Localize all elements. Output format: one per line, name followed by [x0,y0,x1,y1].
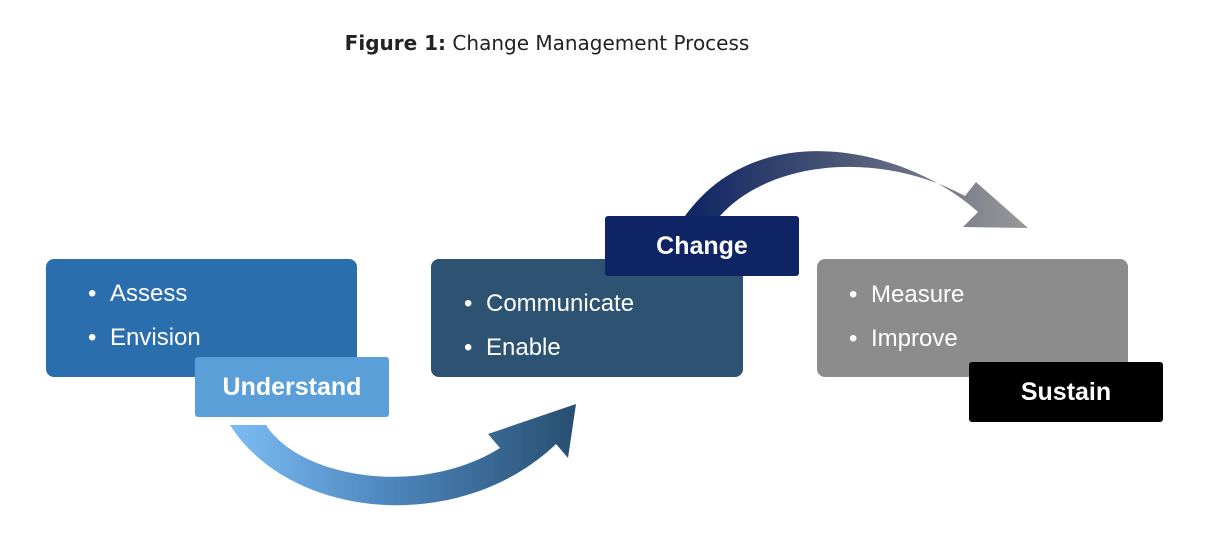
figure-label: Figure 1: [344,31,447,55]
tag-change: Change [605,216,799,276]
tag-sustain: Sustain [969,362,1163,422]
bullet-item: Communicate [464,282,743,326]
understand-bullets: Assess Envision [88,272,357,360]
bullet-item: Measure [849,273,1128,317]
arrow-understand-to-change [230,404,576,506]
sustain-bullets: Measure Improve [849,273,1128,361]
change-bullets: Communicate Enable [464,282,743,370]
stage-change-box: Communicate Enable [431,259,743,377]
bullet-item: Improve [849,317,1128,361]
tag-understand: Understand [195,357,389,417]
figure-title: Figure 1: Change Management Process [0,31,1094,55]
bullet-item: Assess [88,272,357,316]
figure-caption: Change Management Process [452,31,750,55]
bullet-item: Envision [88,316,357,360]
stage-sustain-box: Measure Improve [817,259,1128,377]
arrow-change-to-sustain [685,151,1028,228]
bullet-item: Enable [464,326,743,370]
